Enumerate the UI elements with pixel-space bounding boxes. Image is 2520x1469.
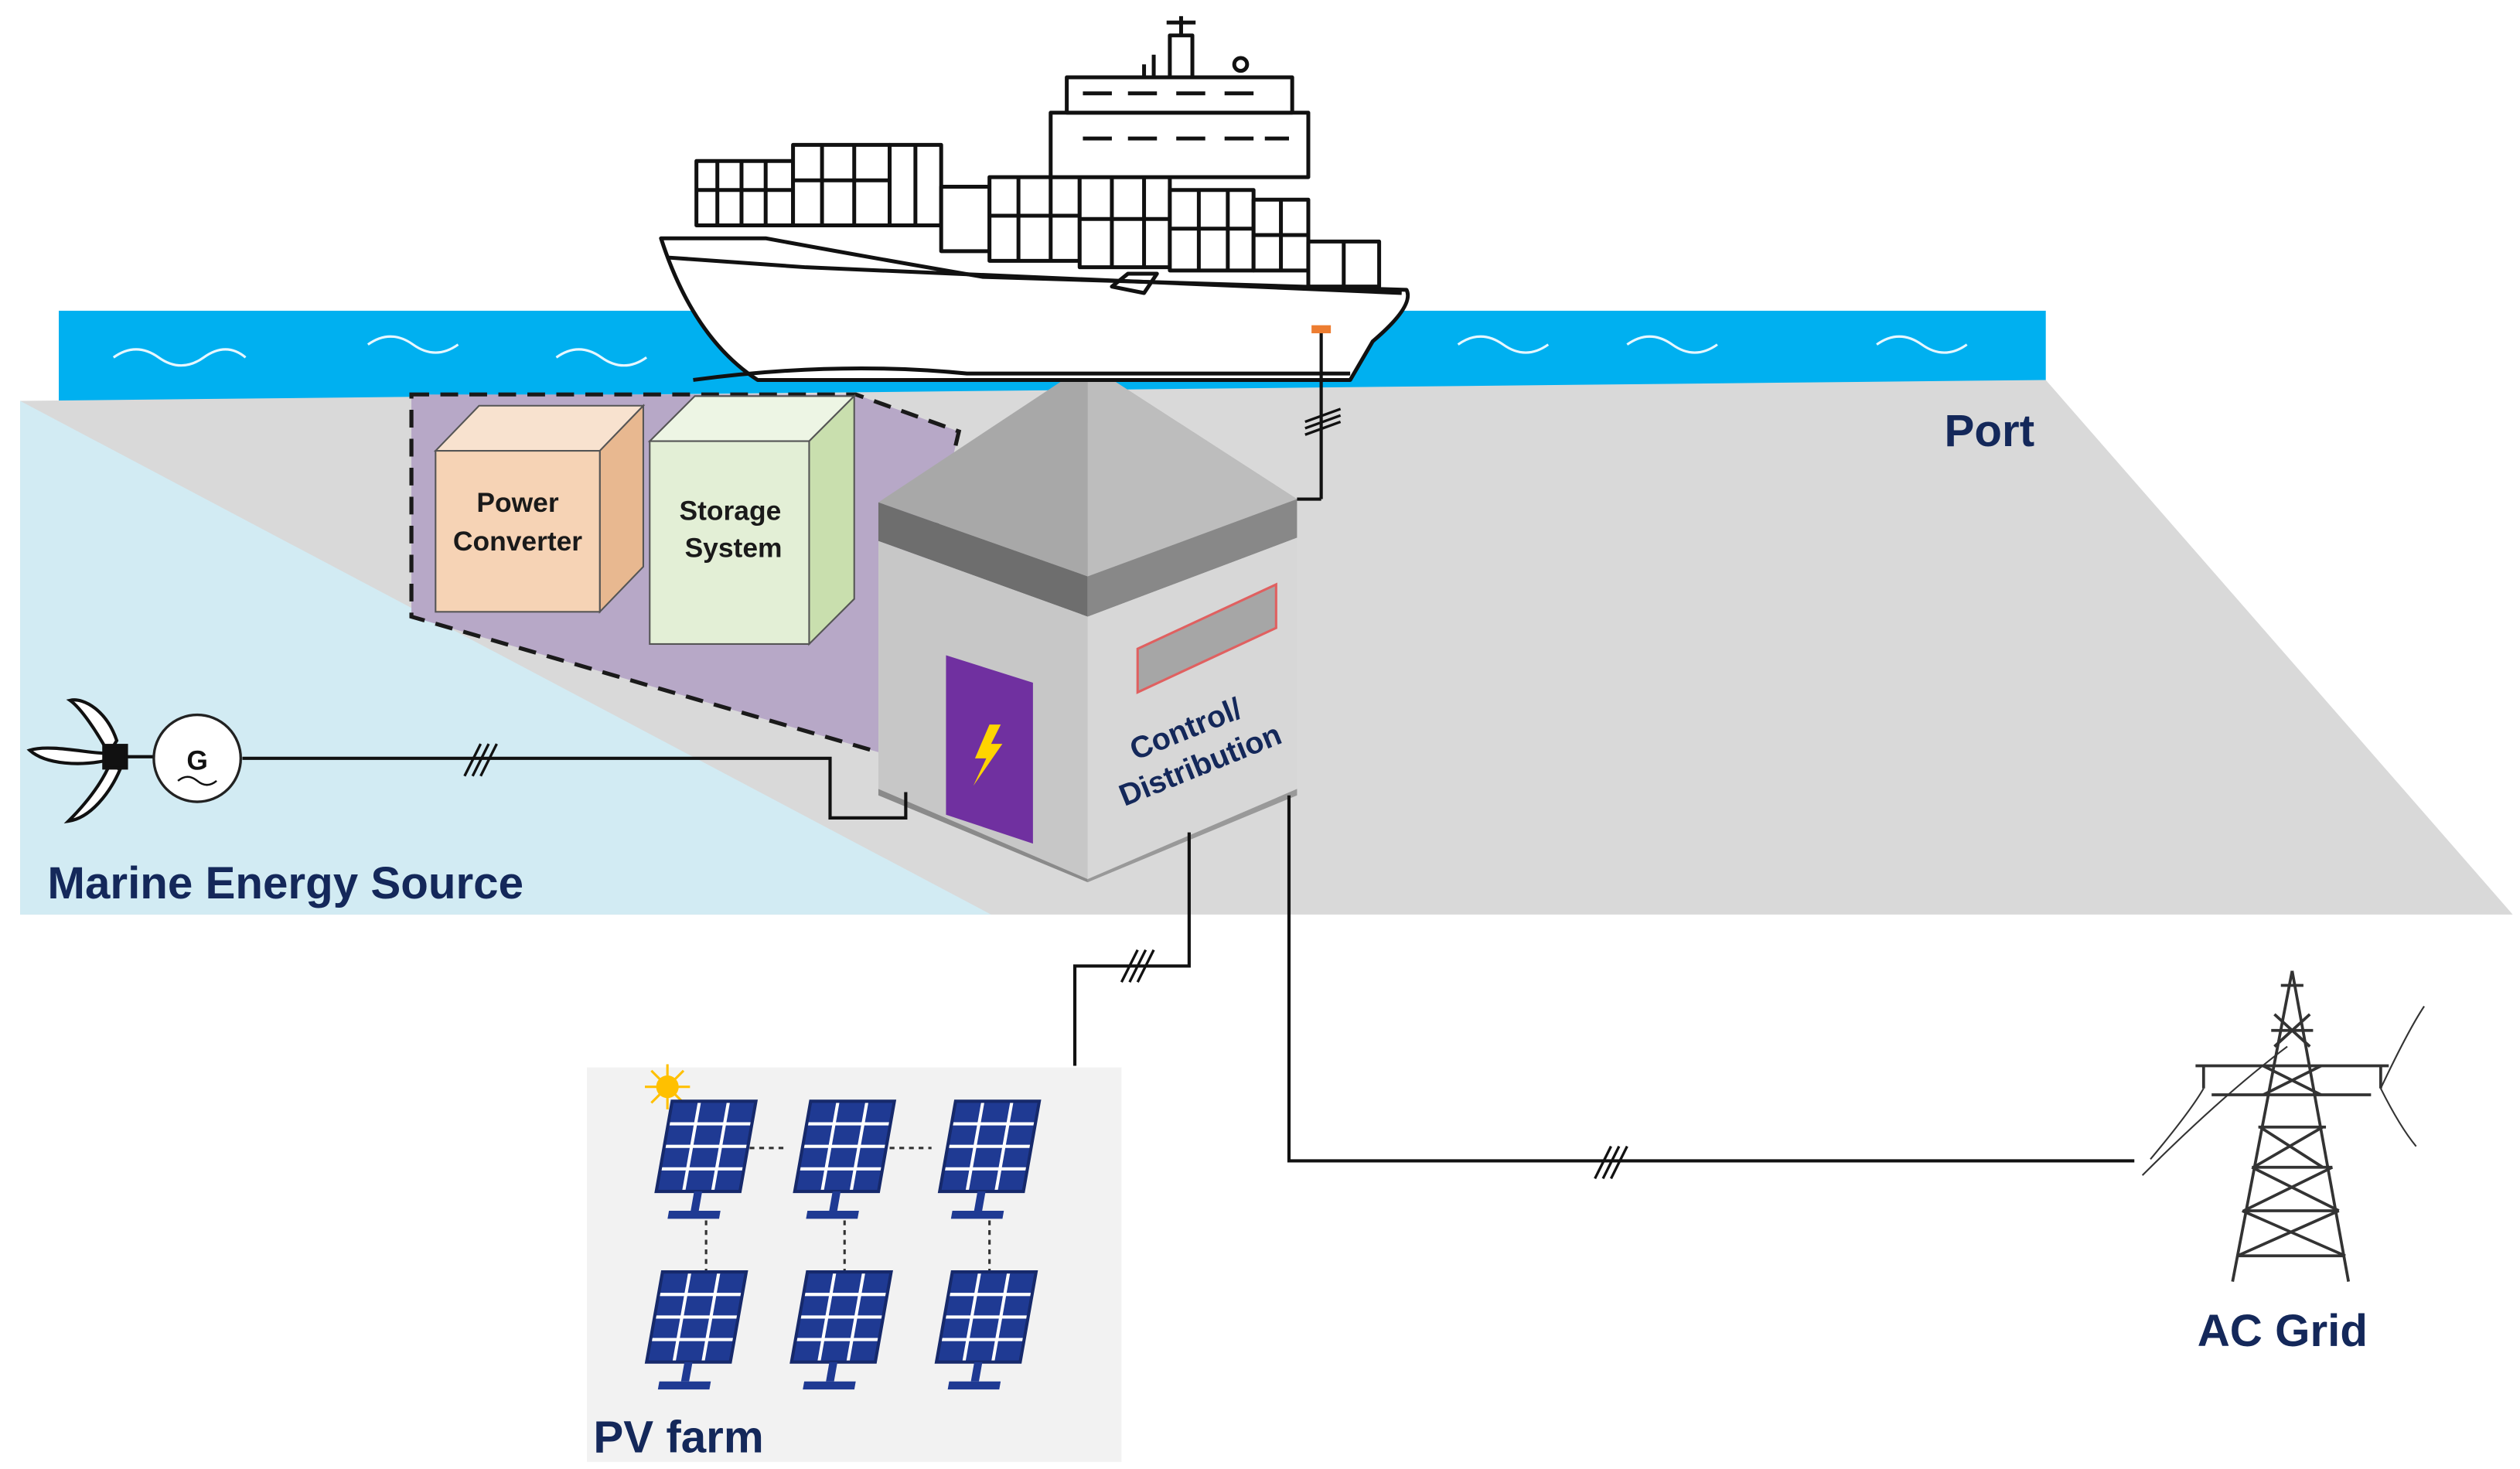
power-converter-label-2: Converter bbox=[453, 526, 582, 557]
pv-interconnects bbox=[704, 1147, 991, 1273]
generator-icon: G bbox=[152, 713, 242, 803]
wave-marks bbox=[112, 335, 1968, 367]
grid-connection-line bbox=[1287, 795, 2135, 1180]
marine-energy-source-label: Marine Energy Source bbox=[47, 858, 523, 908]
ac-grid-label: AC Grid bbox=[2198, 1306, 2368, 1356]
ship-connection-line bbox=[1297, 325, 1342, 501]
power-converter-label-1: Power bbox=[476, 487, 558, 518]
power-converter-box: Power Converter bbox=[433, 404, 646, 614]
storage-system-box: Storage System bbox=[647, 394, 857, 646]
marine-connection-line bbox=[242, 743, 908, 820]
pv-farm-label: PV farm bbox=[593, 1412, 763, 1462]
storage-system-label-2: System bbox=[685, 533, 783, 564]
container-ship-icon bbox=[659, 15, 1410, 382]
control-distribution-building: Control/ Distribution bbox=[878, 363, 1298, 883]
generator-label: G bbox=[186, 745, 208, 775]
tidal-turbine-icon bbox=[26, 698, 155, 823]
marine-area bbox=[20, 400, 991, 915]
port-label: Port bbox=[1945, 406, 2035, 456]
transmission-tower-icon bbox=[2141, 970, 2425, 1282]
pv-connection-line bbox=[1072, 832, 1191, 1066]
storage-system-label-1: Storage bbox=[680, 496, 782, 527]
control-display-panel bbox=[1136, 582, 1277, 694]
lightning-bolt-icon bbox=[973, 724, 1003, 786]
sun-icon bbox=[645, 1064, 691, 1109]
